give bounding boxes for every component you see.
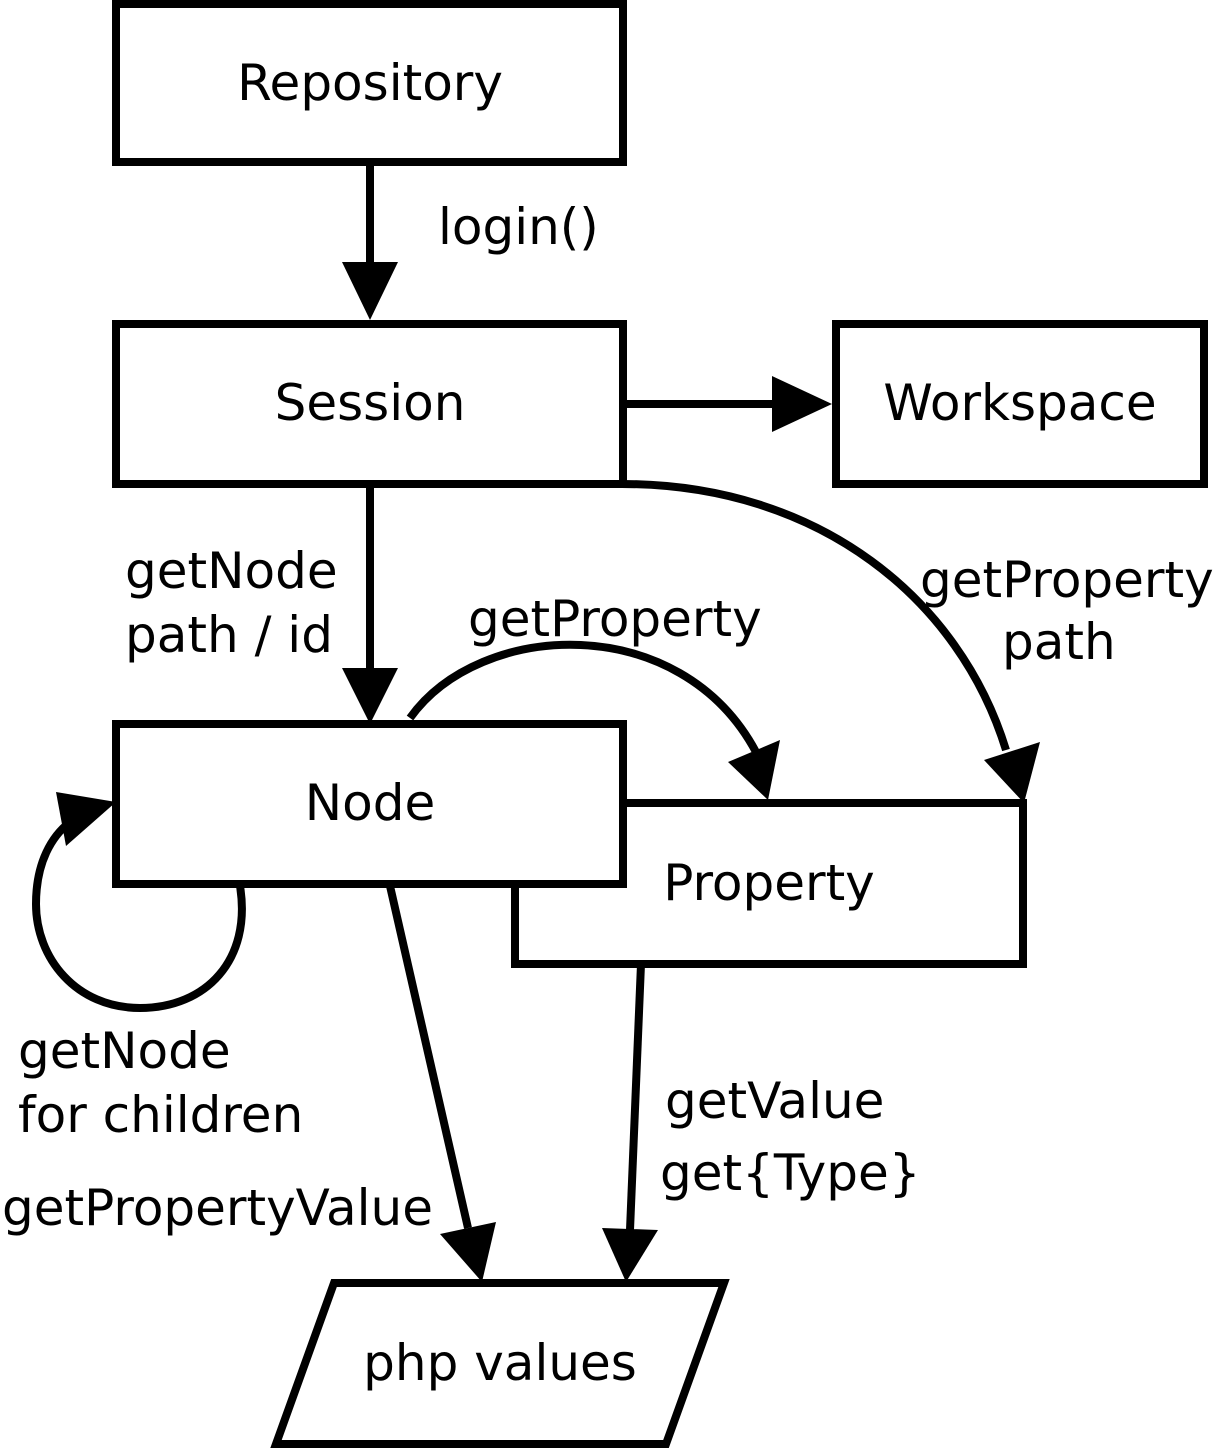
label-getpropertyvalue: getPropertyValue bbox=[2, 1179, 433, 1237]
label-session-getnode-path: path / id bbox=[125, 606, 333, 664]
label-session-getproperty-path: path bbox=[1002, 613, 1116, 671]
arrowhead-session-workspace bbox=[772, 376, 832, 432]
label-session-getproperty: getProperty bbox=[920, 551, 1214, 609]
label-session-getnode: getNode bbox=[125, 542, 338, 600]
arrowhead-node-children bbox=[56, 792, 116, 846]
node-box: Node bbox=[112, 720, 627, 888]
label-node-getproperty: getProperty bbox=[468, 590, 762, 648]
arrowhead-login bbox=[342, 262, 398, 320]
arrowhead-session-property bbox=[984, 742, 1040, 803]
edge-node-children bbox=[31, 818, 246, 1013]
arrowhead-node-phpvalues bbox=[440, 1222, 496, 1282]
workspace-box: Workspace bbox=[832, 320, 1208, 488]
arrowhead-property-phpvalues bbox=[602, 1228, 658, 1282]
edge-property-phpvalues bbox=[626, 963, 645, 1231]
session-label: Session bbox=[275, 374, 466, 432]
label-login: login() bbox=[438, 198, 599, 256]
edge-session-property bbox=[621, 480, 1010, 752]
node-label: Node bbox=[305, 774, 436, 832]
session-box: Session bbox=[112, 320, 627, 488]
edge-node-property bbox=[406, 640, 760, 754]
label-node-children-for: for children bbox=[18, 1086, 303, 1144]
property-label: Property bbox=[663, 854, 875, 912]
edge-node-phpvalues bbox=[386, 885, 472, 1229]
arrowhead-session-node bbox=[342, 668, 398, 724]
php-values-shape: php values bbox=[270, 1279, 730, 1448]
repository-label: Repository bbox=[237, 54, 503, 112]
arrowhead-node-property bbox=[728, 740, 780, 800]
php-values-label: php values bbox=[363, 1334, 637, 1392]
repository-box: Repository bbox=[112, 0, 627, 166]
workspace-label: Workspace bbox=[883, 374, 1156, 432]
label-gettype: get{Type} bbox=[660, 1144, 921, 1202]
label-node-children-getnode: getNode bbox=[18, 1022, 231, 1080]
label-getvalue: getValue bbox=[665, 1072, 884, 1130]
